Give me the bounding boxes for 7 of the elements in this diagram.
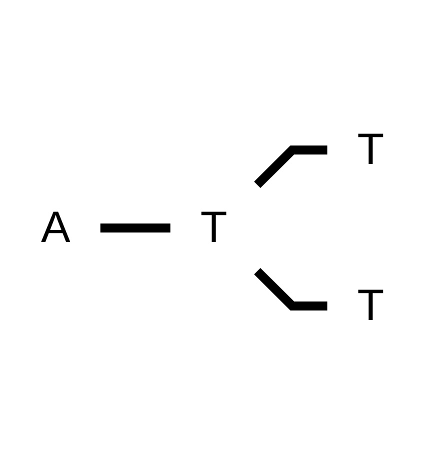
node-text: T: [200, 202, 228, 252]
node-text: T: [358, 280, 385, 330]
connector: [100, 223, 171, 232]
node-text: A: [41, 202, 71, 252]
connector: [254, 145, 328, 188]
connector: [254, 268, 328, 310]
node-text: T: [358, 124, 385, 174]
